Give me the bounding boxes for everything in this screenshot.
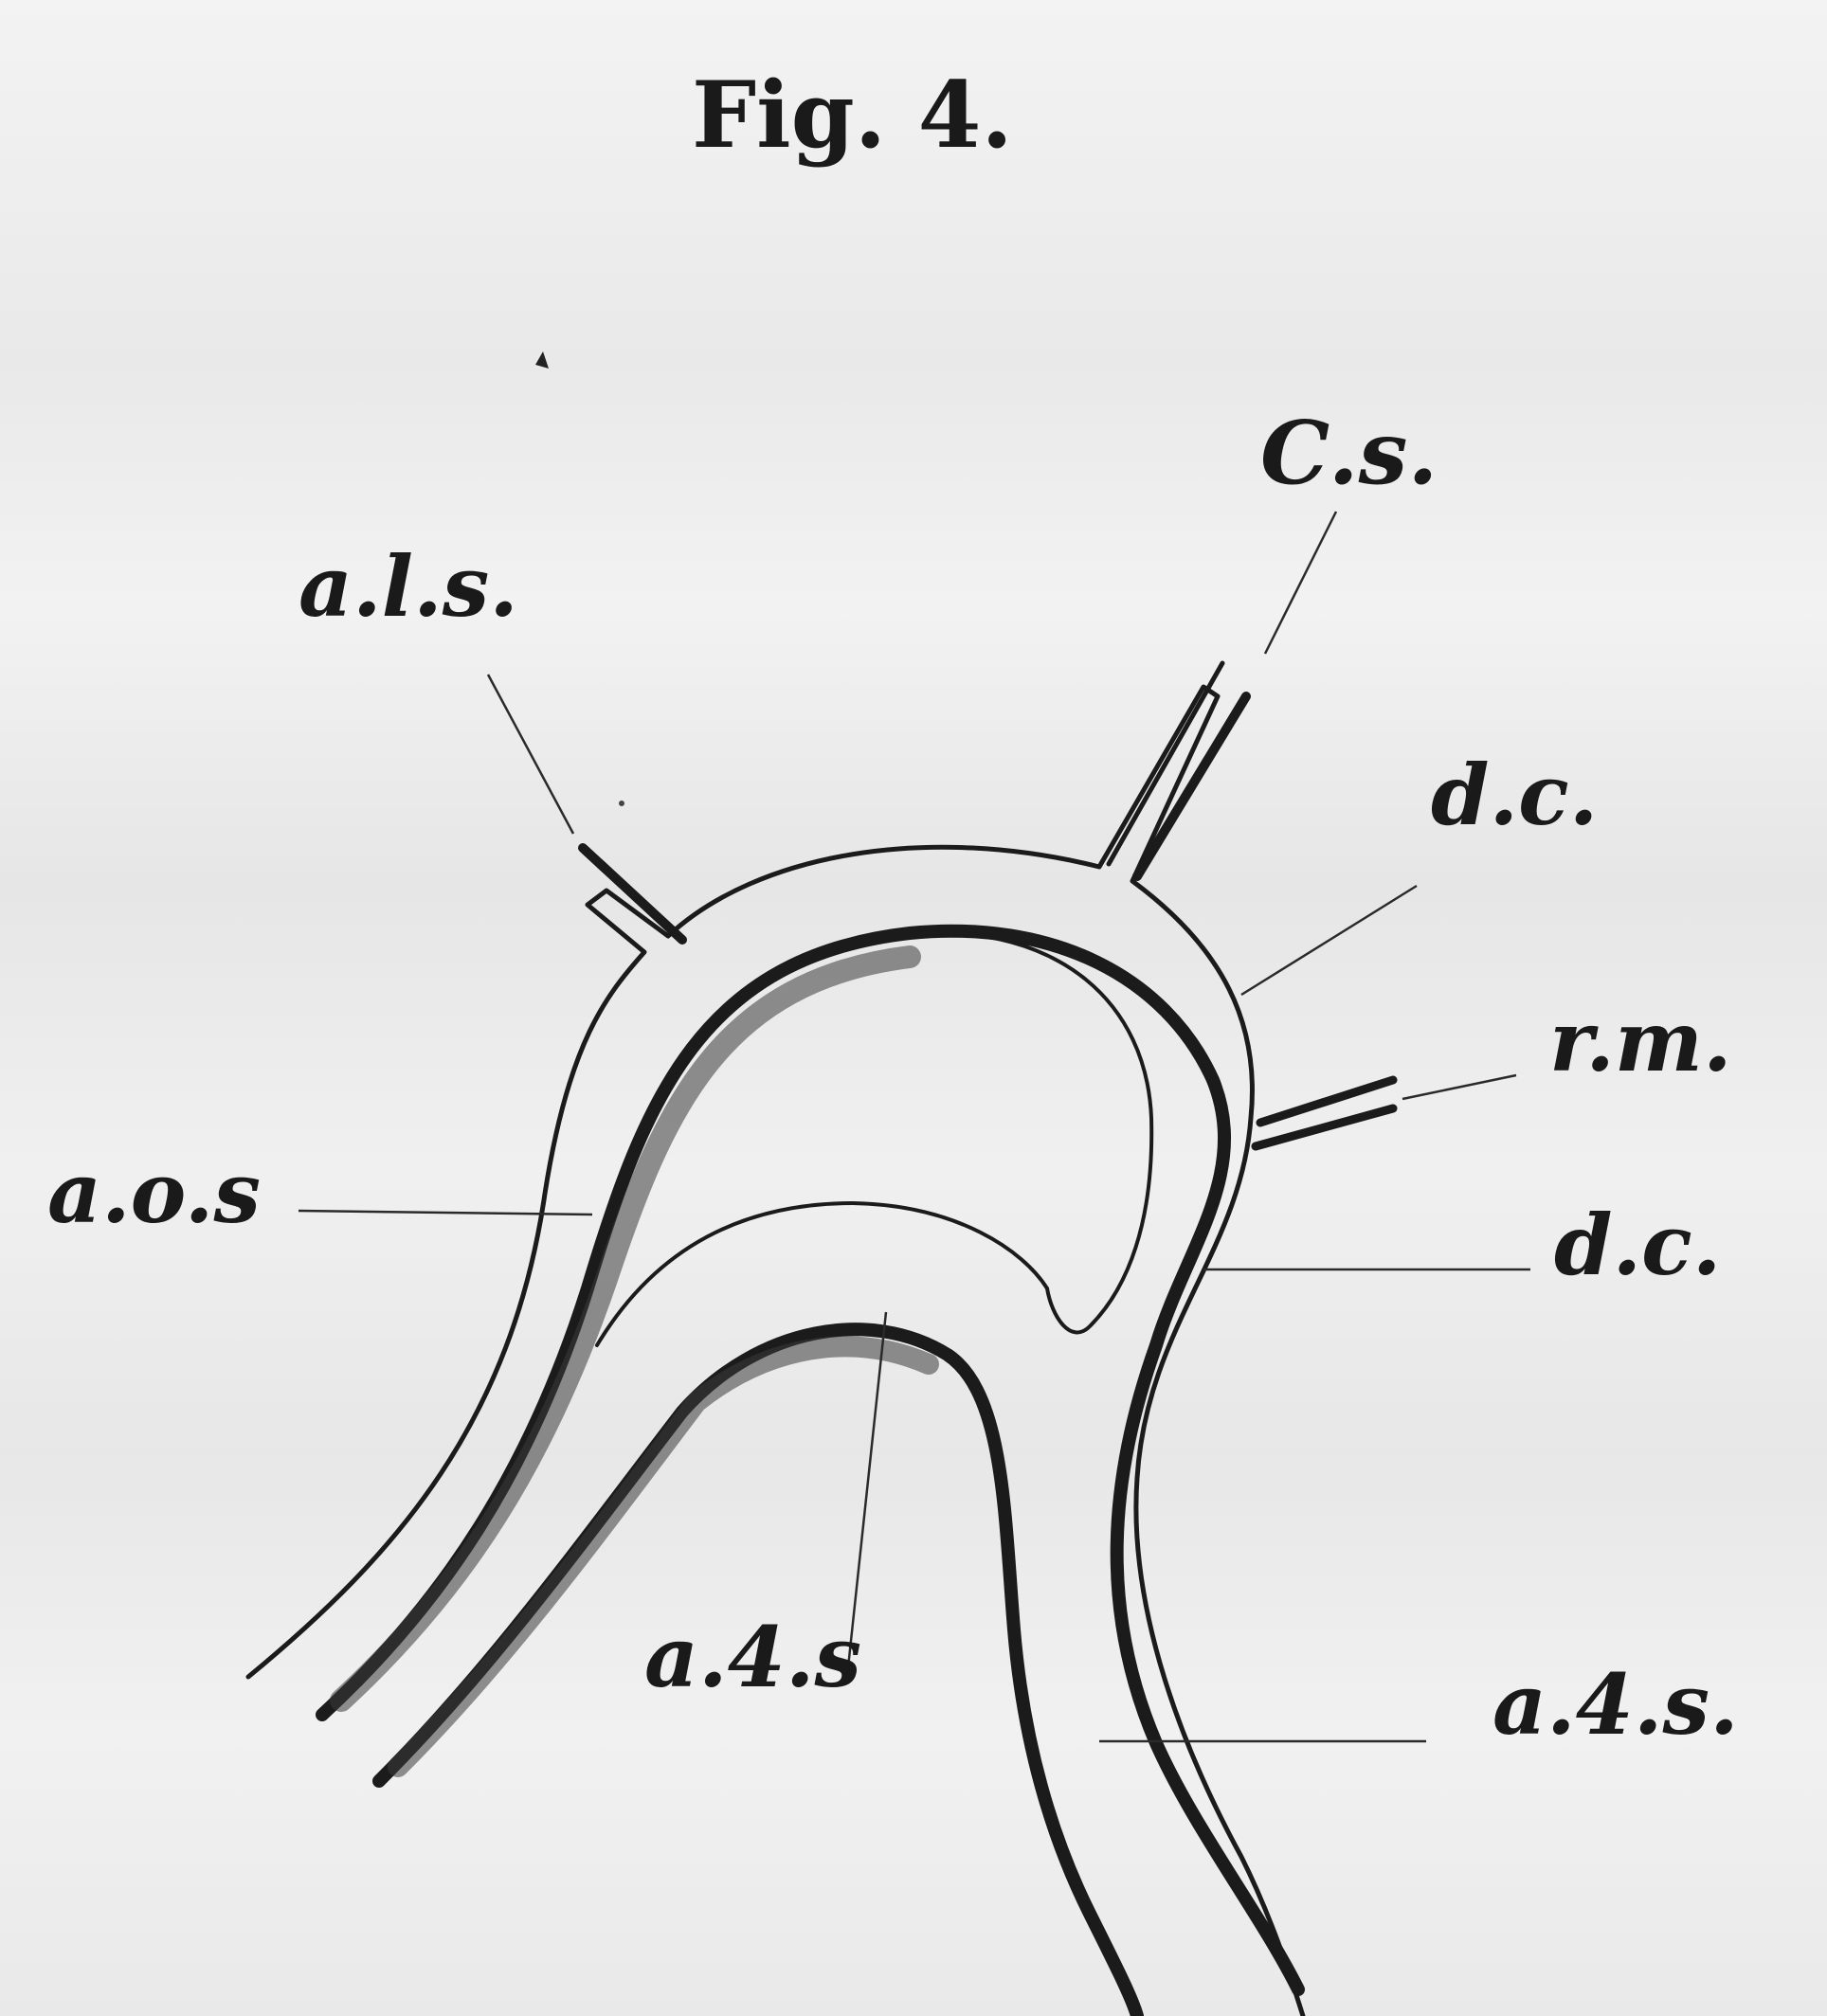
leader-rm (1402, 1075, 1516, 1099)
inner-arch-wall-inner (910, 932, 1151, 1332)
label-dc-upper: d.c. (1431, 746, 1598, 844)
label-a4s-right: a.4.s. (1492, 1655, 1739, 1754)
rm-branch-wall (1256, 1080, 1393, 1146)
label-cs: C.s. (1260, 402, 1438, 504)
label-dc-lower: d.c. (1554, 1196, 1721, 1294)
leader-dc-upper (1241, 886, 1417, 995)
als-branch-wall (583, 848, 682, 940)
label-aos: a.o.s (47, 1143, 261, 1242)
leader-aos (298, 1211, 592, 1215)
leader-als (488, 675, 573, 834)
figure-title: Fig. 4. (692, 62, 1013, 169)
label-als: a.l.s. (298, 537, 518, 636)
leader-cs (1265, 512, 1336, 654)
inner-loop-wall (597, 1203, 1047, 1345)
ink-speck (535, 351, 549, 369)
ink-dot (619, 801, 624, 806)
label-a4s-left: a.4.s (644, 1608, 861, 1706)
label-rm: r.m. (1549, 992, 1732, 1090)
inner-arch-wall-outer (322, 931, 1298, 1989)
